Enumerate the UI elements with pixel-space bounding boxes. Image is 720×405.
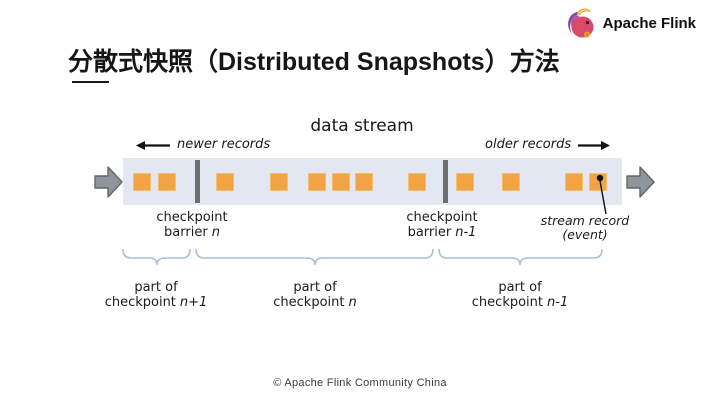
stream-band xyxy=(123,158,622,205)
stream-record-highlighted xyxy=(589,173,607,191)
checkpoint-barrier xyxy=(195,160,200,203)
stream-record xyxy=(332,173,350,191)
stream-record xyxy=(565,173,583,191)
stream-outflow-arrow-icon xyxy=(626,166,655,198)
brace-checkpoint-n-1 xyxy=(438,248,603,266)
checkpoint-barrier xyxy=(443,160,448,203)
stream-record xyxy=(456,173,474,191)
older-records-arrow-icon xyxy=(578,141,610,150)
newer-records-arrow-icon xyxy=(136,141,170,150)
stream-record xyxy=(408,173,426,191)
logo: Apache Flink xyxy=(564,5,696,41)
older-records-label: older records xyxy=(485,137,572,152)
brace-checkpoint-n xyxy=(195,248,434,266)
checkpoint-word: checkpoint xyxy=(406,210,478,225)
stream-record xyxy=(502,173,520,191)
stream-record xyxy=(158,173,176,191)
stream-record xyxy=(270,173,288,191)
brace-checkpoint-n+1 xyxy=(122,248,191,266)
stream-record-label: stream record (event) xyxy=(540,213,630,242)
checkpoint-word: checkpoint xyxy=(156,210,228,225)
data-stream-label: data stream xyxy=(310,116,414,136)
stream-record xyxy=(355,173,373,191)
flink-squirrel-icon xyxy=(567,8,594,38)
newer-records-label: newer records xyxy=(177,137,271,152)
stream-record xyxy=(308,173,326,191)
title-underline xyxy=(72,81,109,83)
stream-record xyxy=(133,173,151,191)
brand-name: Apache Flink xyxy=(602,14,696,32)
stream-record xyxy=(216,173,234,191)
footer-credit: © Apache Flink Community China xyxy=(273,377,447,389)
stream-inflow-arrow-icon xyxy=(94,166,123,198)
page-title: 分散式快照（Distributed Snapshots）方法 xyxy=(68,48,560,76)
checkpoint-braces xyxy=(122,248,603,266)
